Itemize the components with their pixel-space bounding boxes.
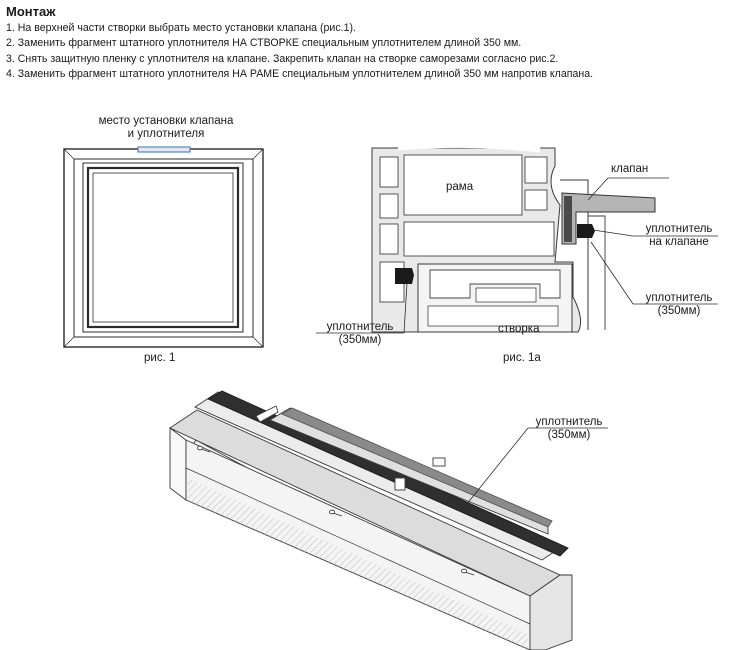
fig1a-frame-label: рама (446, 181, 474, 193)
valve-location-marker (137, 146, 191, 153)
fig1a-seal-frame (395, 268, 414, 284)
instruction-step: 2. Заменить фрагмент штатного уплотнител… (6, 37, 522, 50)
fig1a-seal-valve-label: уплотнитель на клапане (645, 223, 713, 248)
fig2-screws (196, 445, 475, 576)
fig1a-caption: рис. 1а (503, 352, 541, 364)
fig1a-sash-profile (417, 179, 606, 333)
instruction-step: 1. На верхней части створки выбрать мест… (6, 22, 356, 34)
fig1a-seal-valve (577, 224, 595, 238)
fig2-leader-line (461, 427, 608, 511)
instruction-step: 3. Снять защитную пленку с уплотнителя н… (6, 52, 559, 65)
fig1-caption: рис. 1 (144, 352, 176, 364)
fig2-seal-label: уплотнитель (350мм) (535, 416, 603, 441)
fig2-sash-3d-drawing (169, 390, 573, 650)
instruction-step: 4. Заменить фрагмент штатного уплотнител… (6, 67, 594, 80)
fig1a-valve-label: клапан (611, 163, 649, 175)
fig1a-sash-label: створка (498, 323, 540, 335)
fig1a-seal-left-label: уплотнитель (350мм) (326, 321, 394, 346)
fig1a-valve (561, 192, 656, 245)
fig1-window-drawing (63, 148, 264, 348)
page-title: Монтаж (6, 4, 56, 19)
instruction-list: 1. На верхней части створки выбрать мест… (6, 21, 750, 82)
fig1a-leader-lines (316, 177, 718, 334)
fig1a-seal-right-label: уплотнитель (350мм) (645, 292, 713, 317)
fig1-label: место установки клапана и уплотнителя (98, 115, 234, 140)
